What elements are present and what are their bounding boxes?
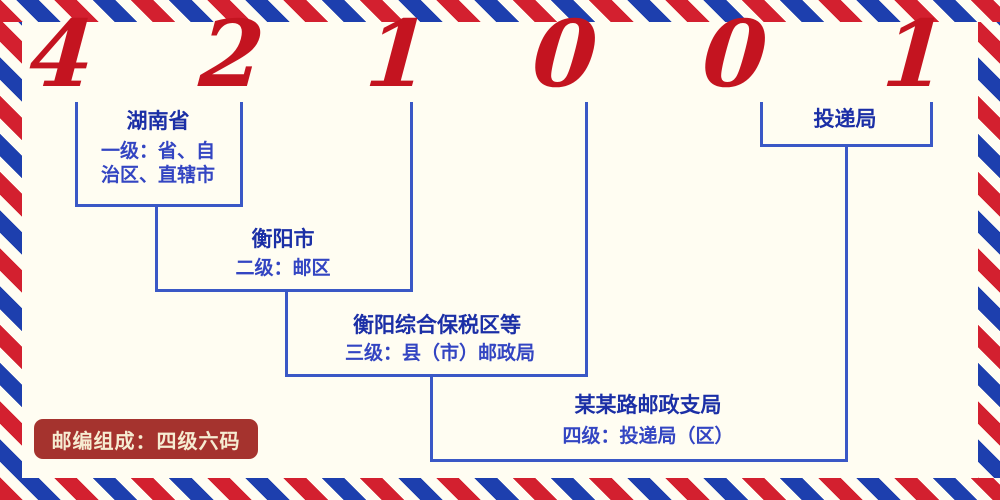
level2-name: 衡阳市: [251, 227, 315, 251]
border-stripe-right: [978, 0, 1000, 500]
border-stripe-bottom: [0, 478, 1000, 500]
level2-bottom-line: [155, 289, 413, 292]
level2-right-line: [410, 102, 413, 292]
border-stripe-left: [0, 0, 22, 500]
delivery-name: 投递局: [813, 107, 877, 131]
level3-bottom-line: [285, 374, 588, 377]
composition-badge-text: 邮编组成：四级六码: [51, 428, 241, 453]
delivery-left-line: [760, 102, 763, 146]
level4-bottom-line: [430, 459, 848, 462]
level1-name: 湖南省: [126, 109, 190, 133]
level2-desc: 二级：邮区: [235, 257, 331, 279]
level4-desc: 四级：投递局（区）: [562, 425, 734, 447]
level1-left-line: [75, 102, 78, 206]
postal-digit-2: 2: [196, 0, 268, 108]
level3-left-line: [285, 289, 288, 377]
level1-desc-line1: 一级：省、自: [100, 140, 216, 162]
border-stripe-top: [0, 0, 1000, 22]
postal-digit-5: 0: [699, 0, 771, 108]
level3-desc: 三级：县（市）邮政局: [344, 342, 536, 364]
delivery-right-line: [930, 102, 933, 146]
level3-name: 衡阳综合保税区等: [353, 313, 521, 337]
postal-digit-1: 4: [26, 0, 98, 108]
level1-bottom-line: [75, 204, 243, 207]
level1-desc-line2: 治区、直辖市: [100, 164, 216, 186]
level1-right-line: [240, 102, 243, 206]
level4-left-line: [430, 374, 433, 462]
postal-digit-4: 0: [529, 0, 601, 108]
level4-name: 某某路邮政支局: [574, 393, 722, 417]
postal-digit-6: 1: [879, 0, 951, 108]
level3-right-line: [585, 102, 588, 377]
composition-badge: 邮编组成：四级六码: [34, 419, 258, 459]
postal-digit-3: 1: [362, 0, 434, 108]
level2-left-line: [155, 204, 158, 292]
level4-right-line: [845, 144, 848, 462]
